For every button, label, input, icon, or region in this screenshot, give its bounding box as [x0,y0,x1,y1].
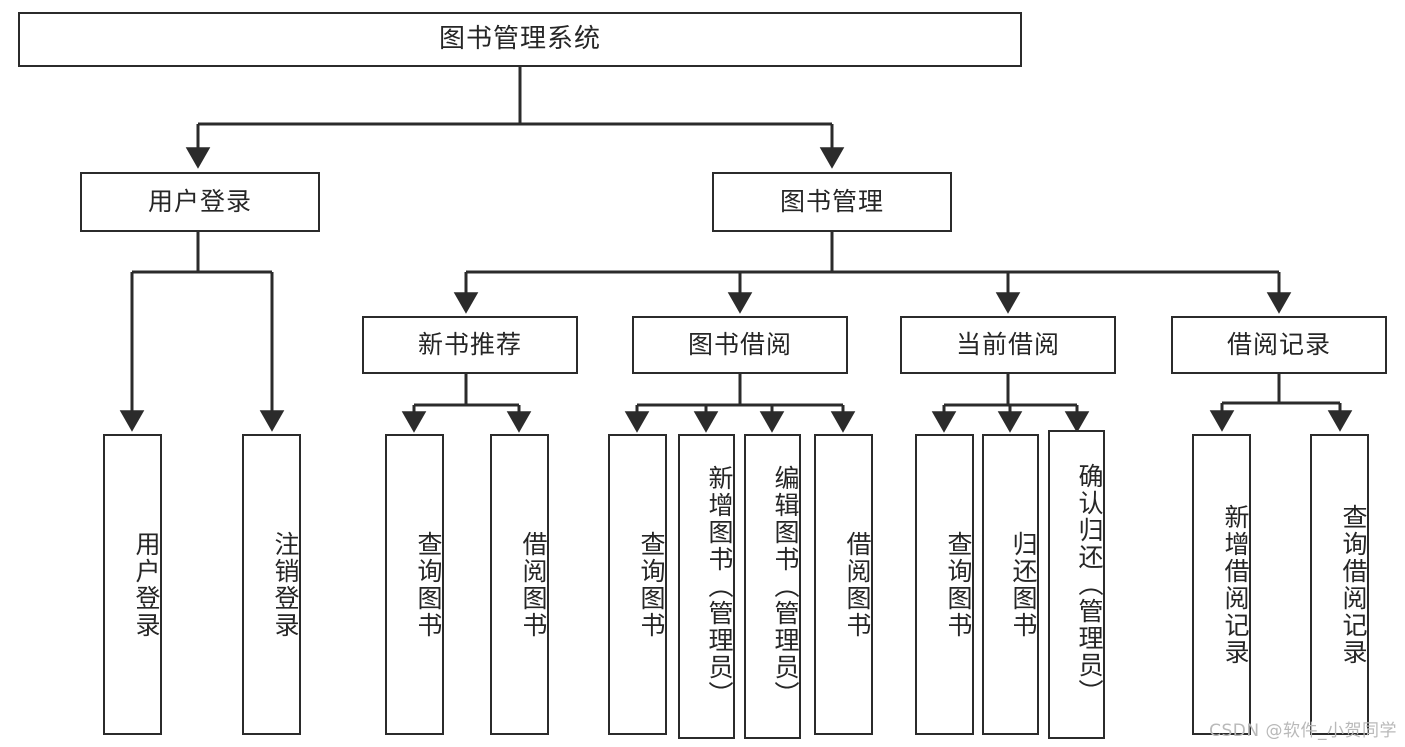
node-leaf-return-book-label: 归还图书 [1009,530,1038,639]
node-leaf-borrow-book-2[interactable]: 借阅图书 [814,434,873,735]
node-leaf-user-login[interactable]: 用户登录 [103,434,162,735]
node-leaf-query-record[interactable]: 查询借阅记录 [1310,434,1369,735]
node-current-borrow[interactable]: 当前借阅 [900,316,1116,374]
node-root-label: 图书管理系统 [438,24,601,55]
node-leaf-add-record-label: 新增借阅记录 [1221,503,1250,666]
node-leaf-edit-book[interactable]: 编辑图书（管理员） [744,434,801,739]
node-leaf-add-book-label: 新增图书（管理员） [705,465,734,708]
node-root-system[interactable]: 图书管理系统 [18,12,1022,67]
node-new-book-rec[interactable]: 新书推荐 [362,316,578,374]
node-leaf-query-book-2-label: 查询图书 [637,530,666,639]
node-leaf-query-book-1-label: 查询图书 [414,530,443,639]
node-user-login[interactable]: 用户登录 [80,172,320,232]
node-leaf-borrow-book-1-label: 借阅图书 [519,530,548,639]
node-leaf-confirm-return-label: 确认归还（管理员） [1075,463,1104,706]
node-leaf-borrow-book-1[interactable]: 借阅图书 [490,434,549,735]
node-book-manage[interactable]: 图书管理 [712,172,952,232]
node-leaf-query-book-3-label: 查询图书 [944,530,973,639]
node-leaf-query-book-1[interactable]: 查询图书 [385,434,444,735]
node-borrow-record[interactable]: 借阅记录 [1171,316,1387,374]
node-user-login-label: 用户登录 [147,187,252,217]
node-book-borrow[interactable]: 图书借阅 [632,316,848,374]
node-current-borrow-label: 当前借阅 [955,330,1060,360]
node-book-manage-label: 图书管理 [779,187,884,217]
node-leaf-confirm-return[interactable]: 确认归还（管理员） [1048,430,1105,739]
node-leaf-edit-book-label: 编辑图书（管理员） [771,465,800,708]
node-leaf-return-book[interactable]: 归还图书 [982,434,1039,735]
node-book-borrow-label: 图书借阅 [687,330,792,360]
node-leaf-user-login-label: 用户登录 [132,530,161,639]
node-leaf-query-book-3[interactable]: 查询图书 [915,434,974,735]
node-leaf-logout-label: 注销登录 [271,530,300,639]
node-leaf-borrow-book-2-label: 借阅图书 [843,530,872,639]
node-leaf-logout[interactable]: 注销登录 [242,434,301,735]
node-borrow-record-label: 借阅记录 [1226,330,1331,360]
node-leaf-query-record-label: 查询借阅记录 [1339,503,1368,666]
csdn-watermark: CSDN @软件_小贺同学 [1209,721,1397,741]
node-leaf-add-book[interactable]: 新增图书（管理员） [678,434,735,739]
node-leaf-query-book-2[interactable]: 查询图书 [608,434,667,735]
node-leaf-add-record[interactable]: 新增借阅记录 [1192,434,1251,735]
node-new-book-rec-label: 新书推荐 [417,330,522,360]
